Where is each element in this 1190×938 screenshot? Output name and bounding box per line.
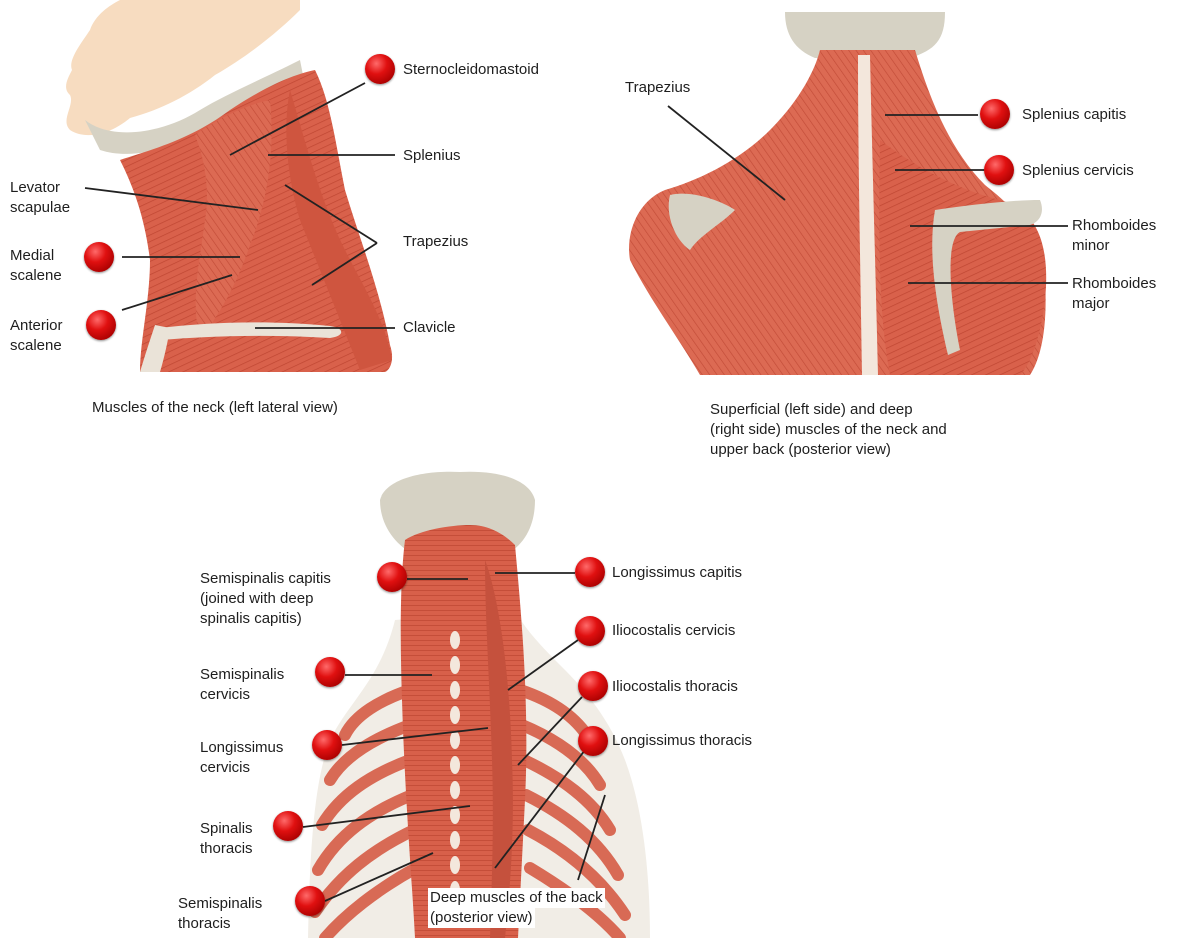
label-trapezius-posterior: Trapezius (625, 78, 690, 98)
label-semispinalis-thoracis-line1: Semispinalis (178, 894, 262, 914)
label-semispinalis-cervicis-line1: Semispinalis (200, 665, 284, 685)
deep-back-figure (308, 472, 650, 938)
label-semispinalis-capitis-line2: (joined with deep (200, 589, 313, 609)
label-sternocleidomastoid: Sternocleidomastoid (403, 60, 539, 80)
marker-semispinalis-capitis (377, 562, 407, 592)
label-rhomboides-major-line2: major (1072, 294, 1110, 314)
caption-upper-back-line2: (right side) muscles of the neck and (710, 420, 947, 440)
label-medial-scalene-line1: Medial (10, 246, 54, 266)
marker-longissimus-cervicis (312, 730, 342, 760)
label-rhomboides-minor-line2: minor (1072, 236, 1110, 256)
caption-deep-back-line2: (posterior view) (428, 908, 535, 928)
marker-splenius-cervicis (984, 155, 1014, 185)
label-longissimus-cervicis-line2: cervicis (200, 758, 250, 778)
label-longissimus-cervicis-line1: Longissimus (200, 738, 283, 758)
label-anterior-scalene-line1: Anterior (10, 316, 63, 336)
caption-upper-back-line3: upper back (posterior view) (710, 440, 891, 460)
label-semispinalis-capitis-line3: spinalis capitis) (200, 609, 302, 629)
label-clavicle: Clavicle (403, 318, 456, 338)
label-semispinalis-capitis-line1: Semispinalis capitis (200, 569, 331, 589)
label-longissimus-capitis: Longissimus capitis (612, 563, 742, 583)
label-splenius: Splenius (403, 146, 461, 166)
upper-back-figure (629, 12, 1046, 375)
caption-deep-back-line1: Deep muscles of the back (428, 888, 605, 908)
marker-anterior-scalene (86, 310, 116, 340)
marker-longissimus-capitis (575, 557, 605, 587)
caption-upper-back-line1: Superficial (left side) and deep (710, 400, 913, 420)
marker-semispinalis-thoracis (295, 886, 325, 916)
label-splenius-capitis: Splenius capitis (1022, 105, 1126, 125)
caption-neck-lateral: Muscles of the neck (left lateral view) (92, 398, 338, 418)
label-iliocostalis-thoracis: Iliocostalis thoracis (612, 677, 738, 697)
neck-lateral-figure (20, 0, 392, 372)
marker-iliocostalis-cervicis (575, 616, 605, 646)
label-medial-scalene-line2: scalene (10, 266, 62, 286)
label-iliocostalis-cervicis: Iliocostalis cervicis (612, 621, 735, 641)
label-semispinalis-cervicis-line2: cervicis (200, 685, 250, 705)
label-longissimus-thoracis: Longissimus thoracis (612, 731, 752, 751)
marker-medial-scalene (84, 242, 114, 272)
label-rhomboides-major-line1: Rhomboides (1072, 274, 1156, 294)
marker-semispinalis-cervicis (315, 657, 345, 687)
marker-splenius-capitis (980, 99, 1010, 129)
label-levator-scapulae-line1: Levator (10, 178, 60, 198)
marker-longissimus-thoracis (578, 726, 608, 756)
marker-iliocostalis-thoracis (578, 671, 608, 701)
label-spinalis-thoracis-line1: Spinalis (200, 819, 253, 839)
label-trapezius-lateral: Trapezius (403, 232, 468, 252)
label-splenius-cervicis: Splenius cervicis (1022, 161, 1134, 181)
label-levator-scapulae-line2: scapulae (10, 198, 70, 218)
label-spinalis-thoracis-line2: thoracis (200, 839, 253, 859)
marker-sternocleidomastoid (365, 54, 395, 84)
label-rhomboides-minor-line1: Rhomboides (1072, 216, 1156, 236)
label-anterior-scalene-line2: scalene (10, 336, 62, 356)
label-semispinalis-thoracis-line2: thoracis (178, 914, 231, 934)
marker-spinalis-thoracis (273, 811, 303, 841)
